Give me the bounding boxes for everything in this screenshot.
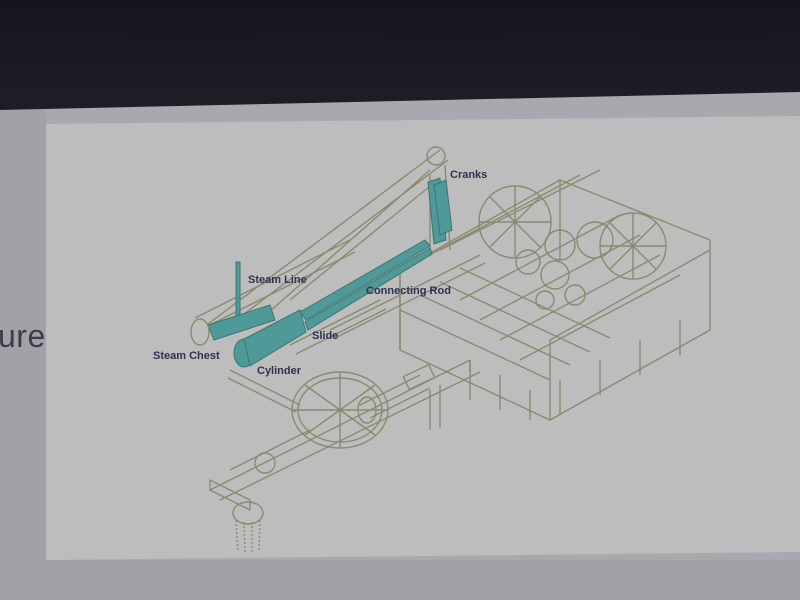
dark-background bbox=[0, 0, 800, 110]
label-slide: Slide bbox=[312, 330, 339, 342]
label-cylinder: Cylinder bbox=[257, 365, 302, 377]
label-steam-chest: Steam Chest bbox=[153, 350, 220, 362]
panel-bottom-band bbox=[0, 560, 800, 600]
label-connecting-rod: Connecting Rod bbox=[366, 285, 451, 297]
label-cranks: Cranks bbox=[450, 169, 488, 181]
label-steam-line: Steam Line bbox=[248, 274, 307, 286]
panel-left-margin bbox=[0, 110, 46, 600]
diagram-card bbox=[46, 116, 800, 560]
panel-title-fragment: ure bbox=[0, 318, 46, 354]
